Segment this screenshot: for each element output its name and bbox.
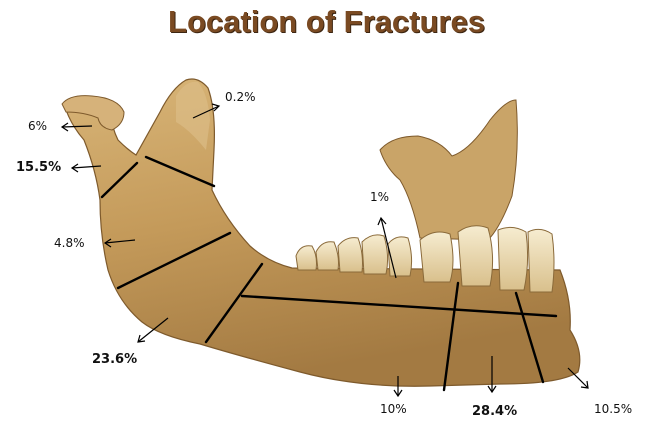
label-angle: 23.6% <box>92 352 137 367</box>
label-condyle-head: 6% <box>28 119 47 133</box>
label-coronoid: 0.2% <box>225 90 256 104</box>
label-ramus: 4.8% <box>54 236 85 250</box>
label-body: 10% <box>380 402 407 416</box>
label-symphysis: 10.5% <box>594 402 632 416</box>
far-ramus <box>380 100 517 240</box>
label-alveolar: 1% <box>370 190 389 204</box>
label-parasymphysis: 28.4% <box>472 404 517 419</box>
label-condylar-neck: 15.5% <box>16 160 61 175</box>
page-title: Location of Fractures <box>0 4 653 40</box>
